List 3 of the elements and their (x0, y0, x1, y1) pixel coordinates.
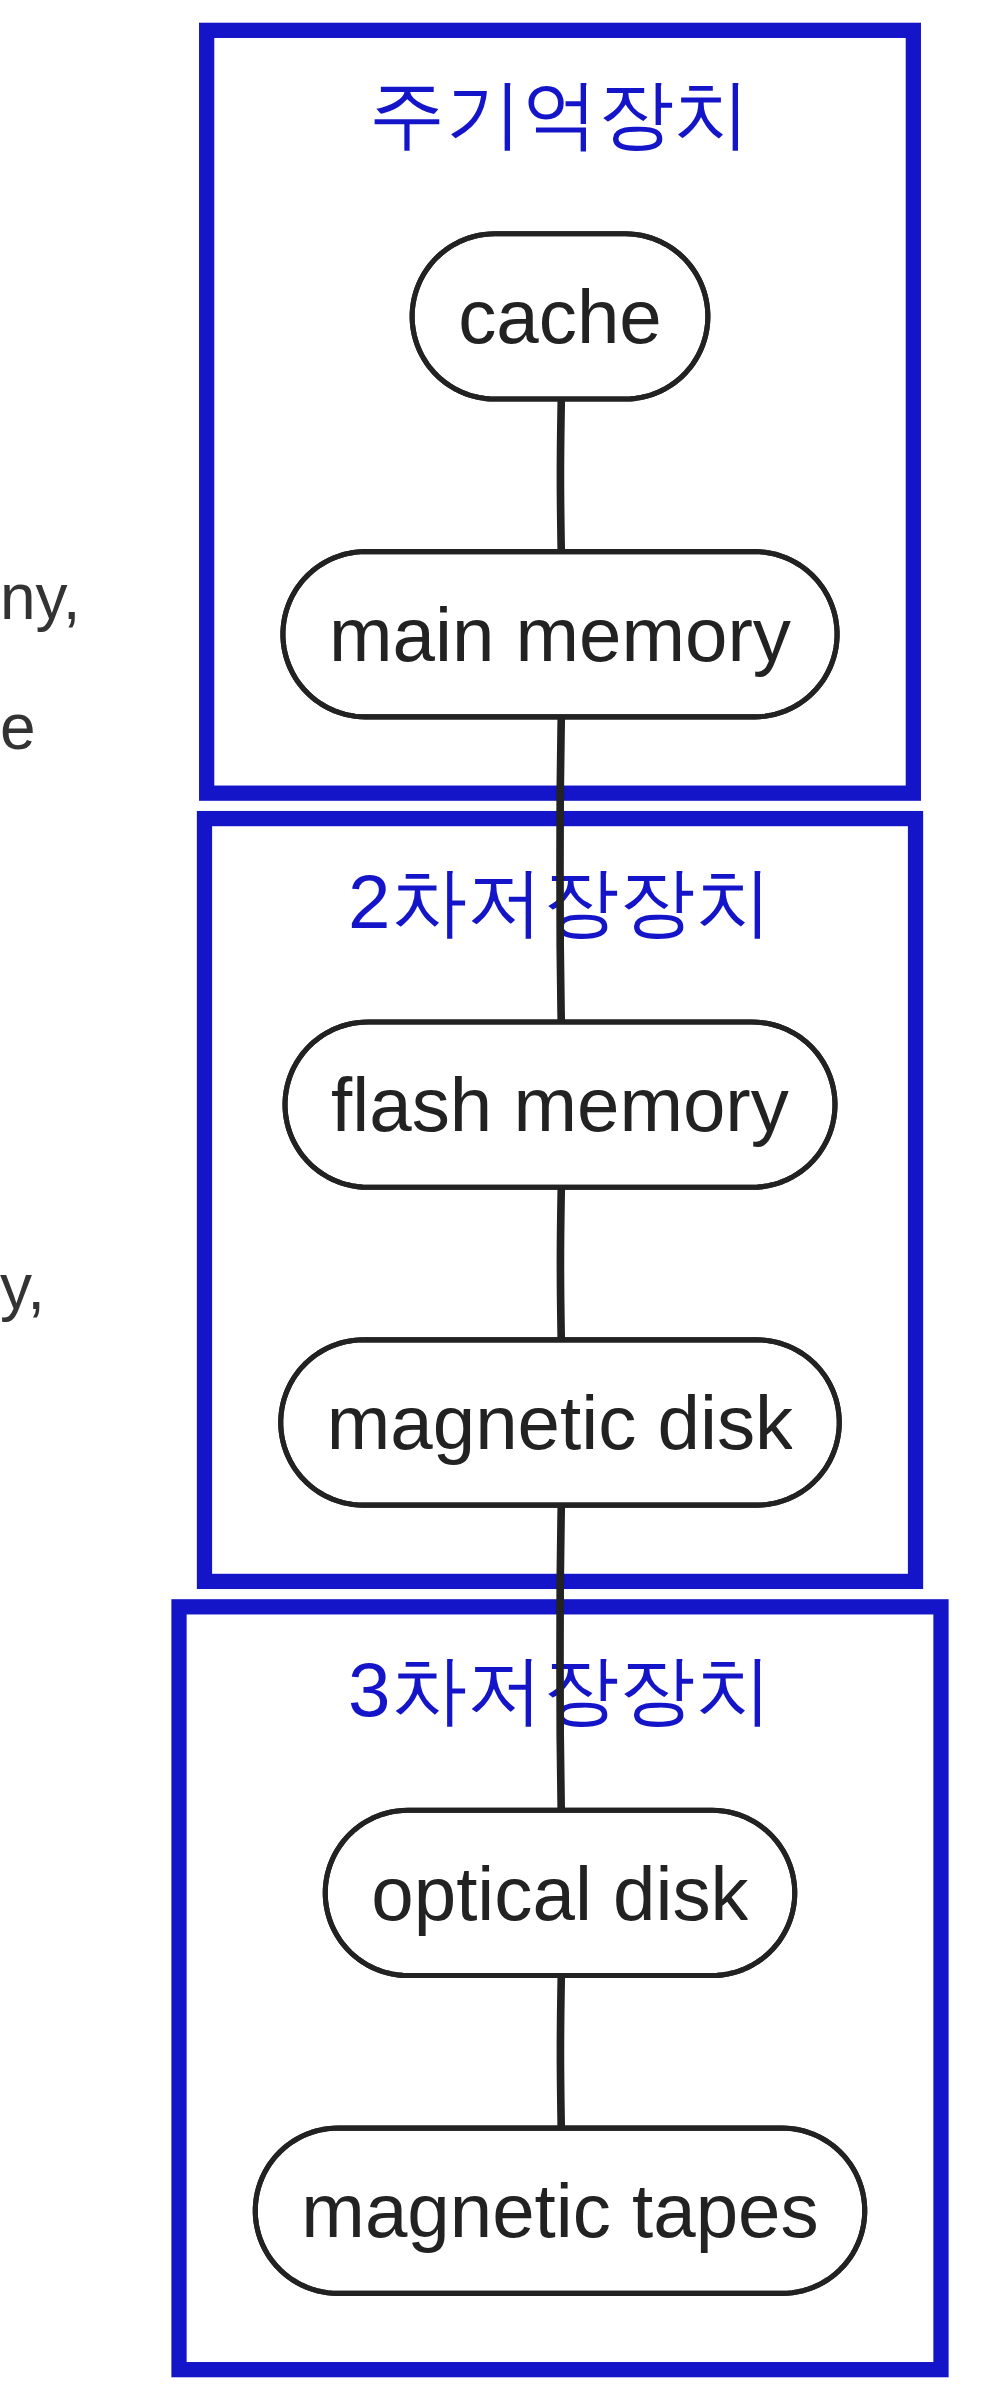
text-fragment: ny, (0, 560, 81, 634)
text-fragment: e (0, 690, 36, 764)
text-fragment: y, (0, 1250, 46, 1324)
